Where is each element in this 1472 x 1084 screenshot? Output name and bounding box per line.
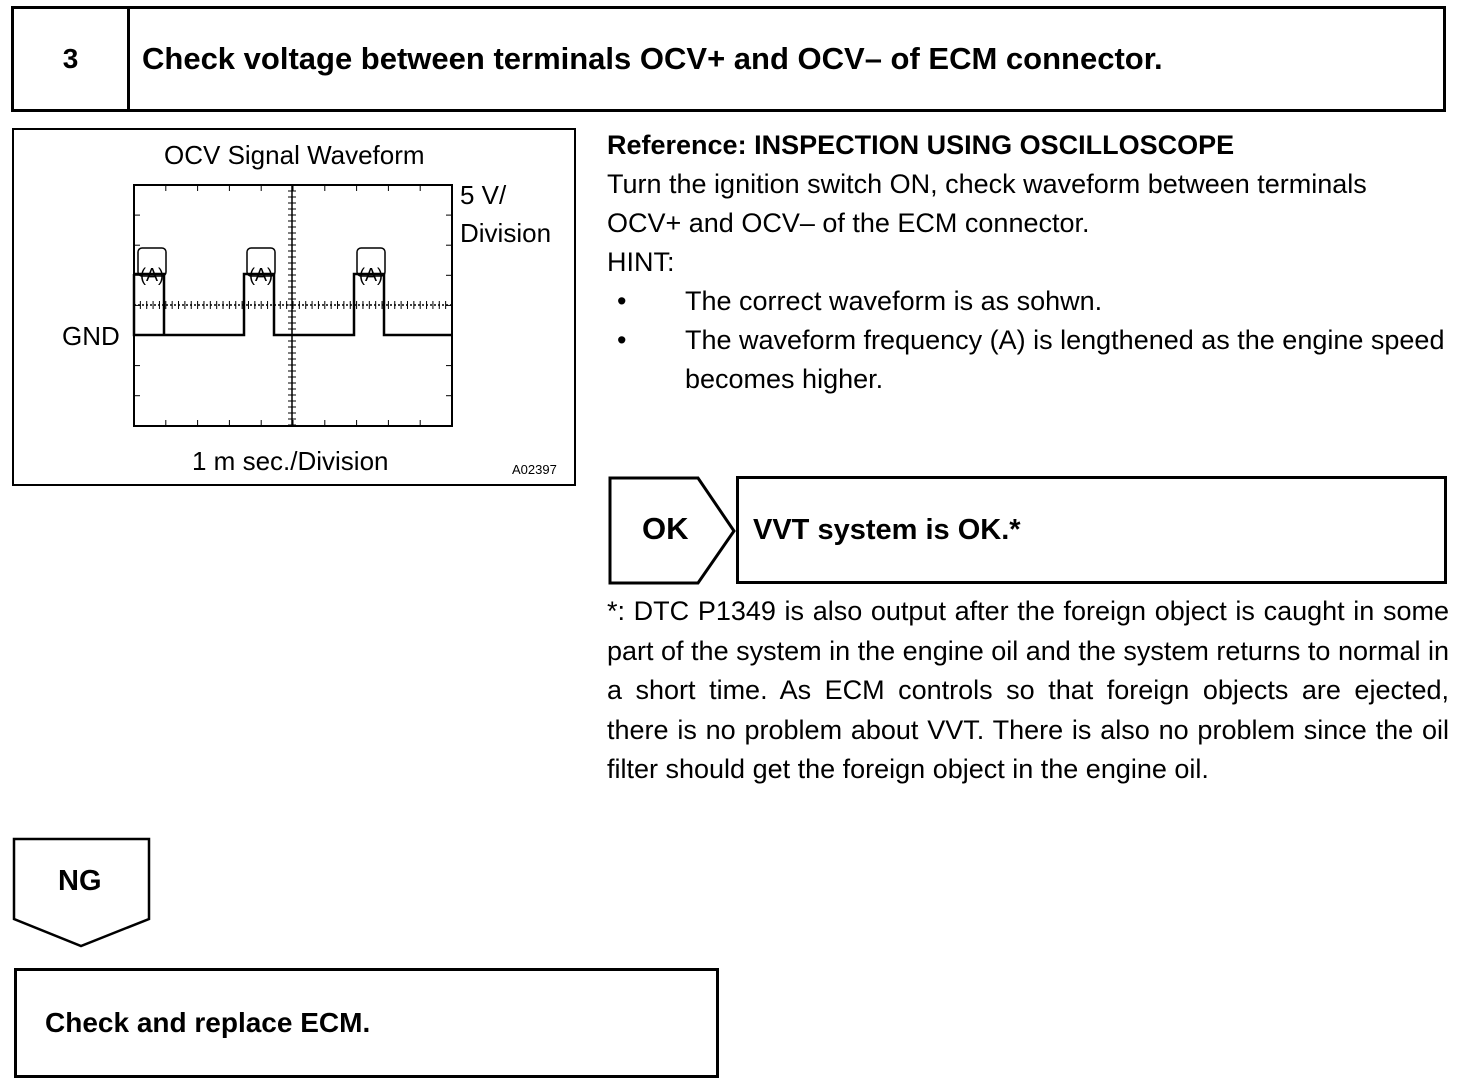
hint-bullet: • The waveform frequency (A) is lengthen…	[607, 321, 1449, 399]
ng-result: Check and replace ECM.	[14, 968, 719, 1078]
ng-label: NG	[58, 865, 102, 897]
pulse-label-3: (A)	[359, 265, 383, 285]
ok-arrow-icon	[608, 476, 736, 585]
step-header: 3 Check voltage between terminals OCV+ a…	[11, 6, 1446, 112]
step-title: Check voltage between terminals OCV+ and…	[142, 41, 1163, 76]
hint-bullet-text: The correct waveform is as sohwn.	[685, 286, 1103, 316]
reference-section: Reference: INSPECTION USING OSCILLOSCOPE…	[607, 126, 1449, 399]
volt-division-label-2: Division	[460, 218, 552, 248]
step-number: 3	[14, 9, 130, 109]
hint-bullet: • The correct waveform is as sohwn.	[607, 282, 1449, 321]
axis-ticks	[133, 184, 453, 427]
ok-branch: OK VVT system is OK.*	[608, 476, 1450, 586]
waveform-figure: OCV Signal Waveform 5 V/ Division GND 1 …	[12, 128, 576, 486]
hint-bullet-text: The waveform frequency (A) is lengthened…	[685, 325, 1445, 394]
ng-branch: NG	[12, 837, 152, 949]
pulse-label-1: (A)	[140, 265, 164, 285]
figure-code: A02397	[512, 462, 557, 477]
ng-arrow-icon	[12, 837, 151, 948]
hint-label: HINT:	[607, 247, 675, 277]
ocv-waveform	[132, 272, 452, 337]
ok-label: OK	[642, 511, 689, 546]
bullet-mark: •	[617, 286, 627, 316]
pulse-bracket-2	[246, 247, 276, 277]
ok-result: VVT system is OK.*	[736, 476, 1447, 584]
reference-line-2: OCV+ and OCV– of the ECM connector.	[607, 208, 1090, 238]
footnote: *: DTC P1349 is also output after the fo…	[607, 596, 1449, 784]
reference-heading: Reference: INSPECTION USING OSCILLOSCOPE	[607, 130, 1235, 160]
pulse-bracket-1	[137, 247, 167, 277]
volt-division-label: 5 V/	[460, 180, 507, 210]
gnd-label: GND	[62, 321, 120, 351]
figure-title: OCV Signal Waveform	[164, 140, 425, 170]
pulse-bracket-3	[356, 247, 386, 277]
reference-line-1: Turn the ignition switch ON, check wavef…	[607, 169, 1367, 199]
pulse-label-2: (A)	[249, 265, 273, 285]
bullet-mark: •	[617, 325, 627, 355]
time-division-label: 1 m sec./Division	[192, 446, 389, 476]
oscilloscope-graph: (A) (A) (A)	[132, 184, 453, 427]
